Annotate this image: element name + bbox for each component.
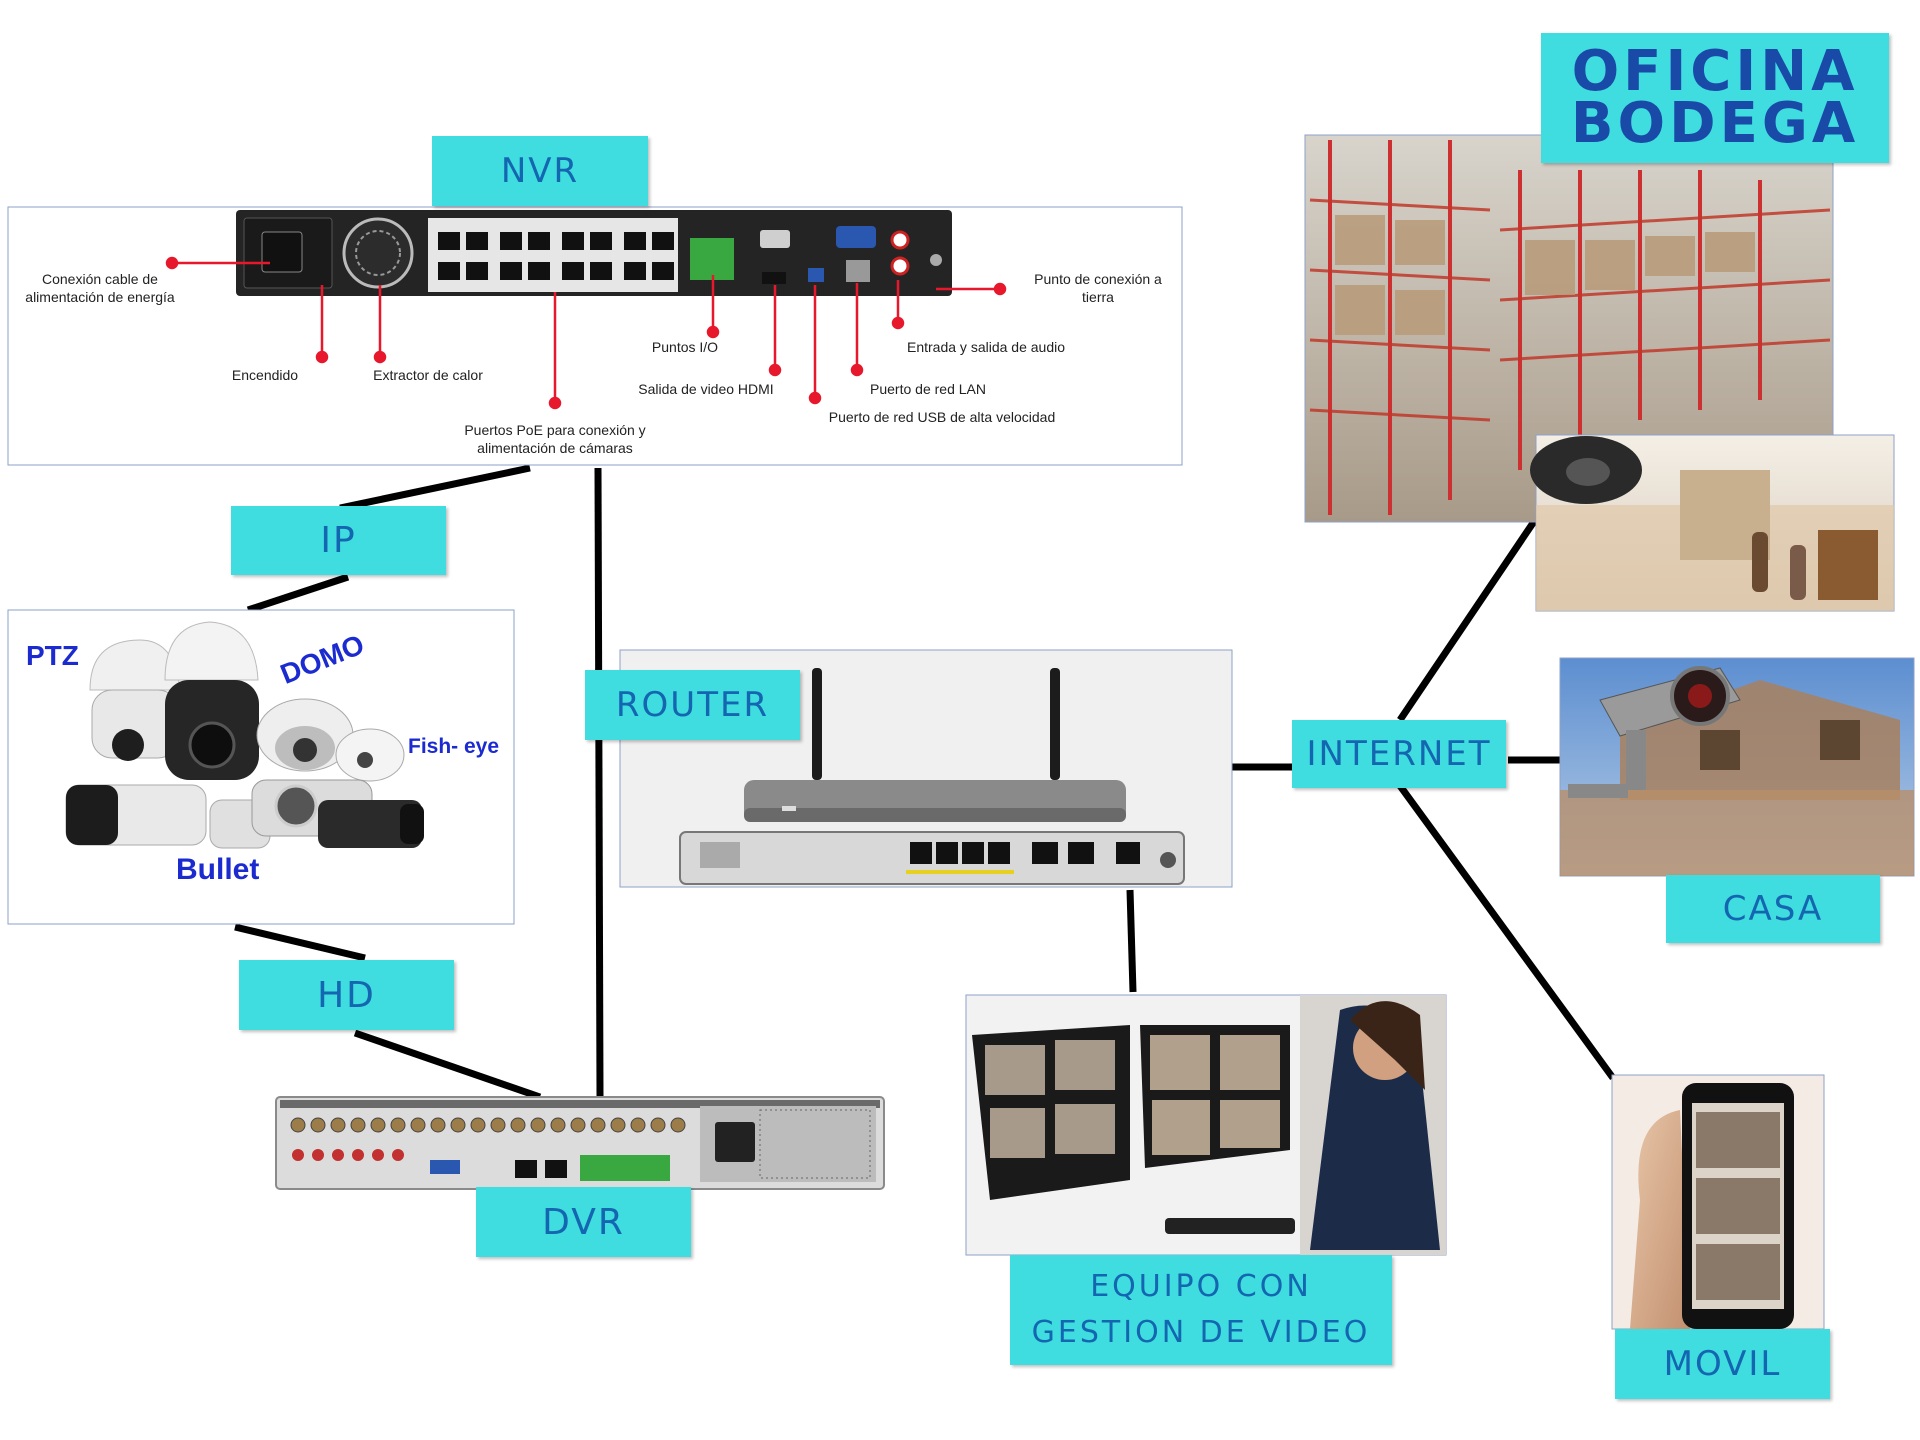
ann-fan: Extractor de calor <box>373 367 483 383</box>
internet-label-text: INTERNET <box>1306 734 1492 774</box>
ann-power-on: Encendido <box>231 367 299 383</box>
ann-ground: Punto de conexión a tierra <box>1034 271 1162 306</box>
cameras-hd-line <box>234 923 366 962</box>
cctv-camera-icon <box>1568 666 1741 798</box>
ann-io: Puntos I/O <box>651 339 719 355</box>
fisheye-label: Fish- eye <box>408 735 500 758</box>
ip-cameras-line <box>246 573 350 614</box>
movil-label-text: MOVIL <box>1663 1344 1782 1384</box>
casa-label: CASA <box>1666 875 1880 943</box>
ip-label: IP <box>231 506 446 575</box>
workstation-label-line2: GESTION DE VIDEO <box>1031 1315 1371 1350</box>
dvr-device-icon <box>275 1096 885 1190</box>
internet-oficina-line <box>1397 518 1538 722</box>
video-workstation-photo <box>965 994 1447 1256</box>
router-label: ROUTER <box>585 670 800 740</box>
cameras-panel <box>7 609 515 925</box>
bullet-label: Bullet <box>176 853 260 886</box>
movil-label: MOVIL <box>1615 1329 1830 1399</box>
dvr-label-text: DVR <box>542 1201 625 1243</box>
ip-label-text: IP <box>320 520 357 561</box>
ann-audio: Entrada y salida de audio <box>907 339 1065 355</box>
hd-label-text: HD <box>317 974 376 1016</box>
hd-label: HD <box>239 960 454 1030</box>
ann-power-cable: Conexión cable de alimentación de energí… <box>25 271 175 306</box>
house-camera-photo <box>1559 657 1915 877</box>
nvr-device-icon <box>236 210 952 296</box>
ptz-label: PTZ <box>26 640 79 671</box>
camera-group-icon <box>65 621 424 849</box>
internet-movil-line <box>1395 780 1616 1081</box>
nvr-label: NVR <box>432 136 648 206</box>
nvr-label-text: NVR <box>500 151 580 191</box>
oficina-label-text: OFICINA <box>1571 39 1859 104</box>
casa-label-text: CASA <box>1722 889 1824 929</box>
internet-label: INTERNET <box>1292 720 1506 788</box>
oficina-bodega-label: OFICINA BODEGA <box>1541 33 1889 163</box>
ann-lan: Puerto de red LAN <box>870 381 986 397</box>
bodega-label-text: BODEGA <box>1570 91 1860 156</box>
nvr-panel <box>7 206 1183 466</box>
ann-hdmi: Salida de video HDMI <box>638 381 774 397</box>
workstation-label: EQUIPO CON GESTION DE VIDEO <box>1010 1255 1392 1365</box>
nvr-ip-line <box>339 464 531 512</box>
connector-lines <box>234 464 1616 1101</box>
ann-poe: Puertos PoE para conexión y alimentación… <box>464 422 646 457</box>
workstation-label-line1: EQUIPO CON <box>1090 1269 1312 1304</box>
hd-dvr-line <box>353 1029 542 1101</box>
router-workstation-line <box>1126 889 1137 993</box>
dvr-label: DVR <box>476 1187 691 1257</box>
router-icon <box>679 668 1185 885</box>
nvr-dvr-trunk-line <box>594 467 604 1098</box>
router-label-text: ROUTER <box>615 685 770 725</box>
ann-usb: Puerto de red USB de alta velocidad <box>828 409 1056 425</box>
hallway-dome-camera-photo <box>1530 434 1895 612</box>
smartphone-icon <box>1611 1074 1825 1330</box>
